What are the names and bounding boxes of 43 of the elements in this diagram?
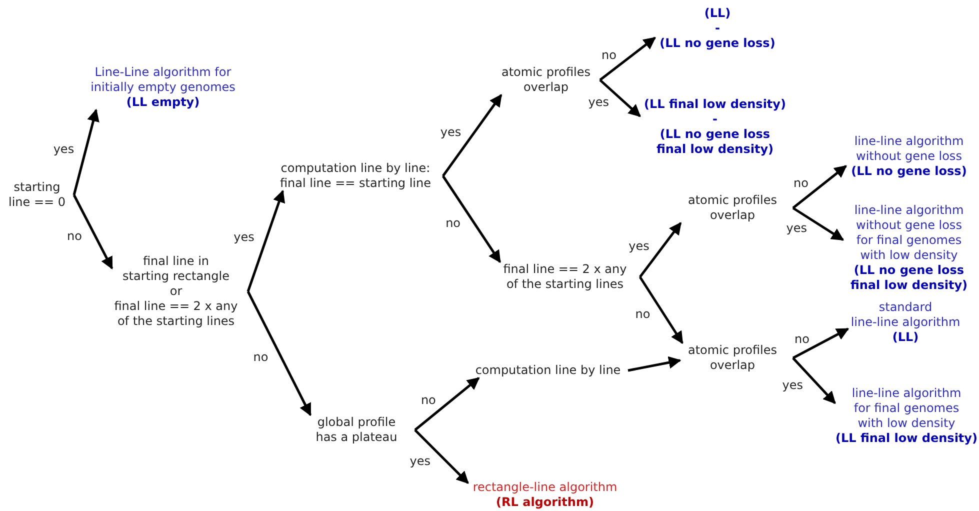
decision-text: final line == 2 x any of the starting lines [503,262,627,292]
arrow [414,377,480,431]
decision-text: atomic profiles overlap [688,343,777,373]
arrow [792,357,836,404]
arrow [792,165,847,209]
arrow [628,356,682,372]
algorithm-label: rectangle-line algorithm [472,480,618,495]
arrow [792,206,844,241]
algorithm-label: line-line algorithm for final genomes with low density [852,386,962,431]
arrow [72,194,114,270]
arrow [599,36,656,81]
decision-text: final line in starting rectangle or final line == 2 x any of the starting lines [114,254,238,329]
arrow [442,94,502,177]
algorithm-label: (LL no gene loss final low density) [850,262,968,292]
algorithm-label: (LL) [892,330,919,345]
arrow [72,108,100,196]
decision-text: computation line by line [475,363,621,378]
algorithm-label: (LL no gene loss) [660,36,776,51]
algorithm-label: (RL algorithm) [496,495,594,510]
algorithm-label: - [712,112,718,127]
arrow [246,190,286,292]
algorithm-label: - [715,21,720,36]
arrow [639,222,682,278]
algorithm-label: (LL empty) [126,95,200,110]
decision-text: starting line == 0 [8,180,66,210]
arrow [599,79,641,118]
arrow [414,429,469,484]
algorithm-label: standard line-line algorithm [850,300,960,330]
algorithm-label: (LL final low density) [836,431,978,446]
algorithm-label: (LL final low density) [644,97,786,112]
arrow [246,290,312,416]
arrow [792,328,850,360]
decision-text: atomic profiles overlap [688,193,777,223]
algorithm-label: (LL no gene loss final low density) [656,127,774,157]
algorithm-label: line-line algorithm without gene loss [854,134,964,164]
algorithm-label: Line-Line algorithm for initially empty genomes [90,65,236,95]
decision-text: global profile has a plateau [316,415,398,445]
arrow [442,175,502,264]
decision-text: computation line by line: final line == starting line [280,161,432,191]
algorithm-label: line-line algorithm without gene loss for final genomes with low density [854,202,964,262]
arrow [638,276,684,344]
algorithm-label: (LL) [704,6,731,21]
algorithm-label: (LL no gene loss) [851,164,967,179]
